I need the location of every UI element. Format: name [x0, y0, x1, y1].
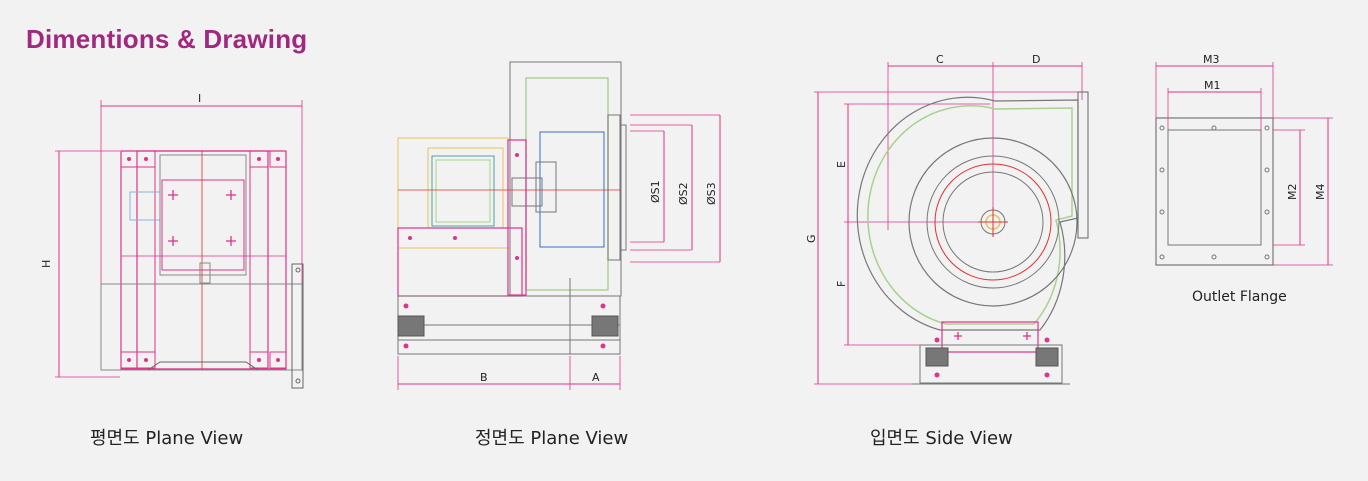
dim-label-f: F — [835, 281, 848, 287]
side-view-drawing — [814, 62, 1089, 385]
front-view-drawing — [397, 61, 721, 390]
dim-label-c: C — [936, 53, 944, 66]
dim-label-s3: ØS3 — [705, 182, 718, 205]
dim-label-s2: ØS2 — [677, 182, 690, 205]
dim-label-m3: M3 — [1203, 53, 1220, 66]
plane-view-caption: 평면도 Plane View — [90, 428, 244, 449]
dim-label-g: G — [805, 234, 818, 243]
outlet-flange-drawing — [1155, 62, 1333, 266]
plan-view-drawing — [55, 100, 304, 389]
dim-label-b: B — [480, 371, 488, 384]
side-view-caption: 입면도 Side View — [870, 428, 1013, 449]
dim-label-e: E — [835, 161, 848, 168]
dim-label-m1: M1 — [1204, 79, 1221, 92]
outlet-flange-caption: Outlet Flange — [1192, 289, 1287, 305]
dim-label-s1: ØS1 — [649, 180, 662, 203]
dim-label-a: A — [592, 371, 600, 384]
page-title: Dimentions & Drawing — [26, 24, 308, 54]
front-view-caption: 정면도 Plane View — [475, 428, 629, 449]
dim-label-m4: M4 — [1314, 184, 1327, 201]
dim-label-h: H — [40, 260, 53, 268]
dim-label-i: I — [198, 92, 201, 105]
dim-label-m2: M2 — [1286, 184, 1299, 201]
dim-label-d: D — [1032, 53, 1040, 66]
